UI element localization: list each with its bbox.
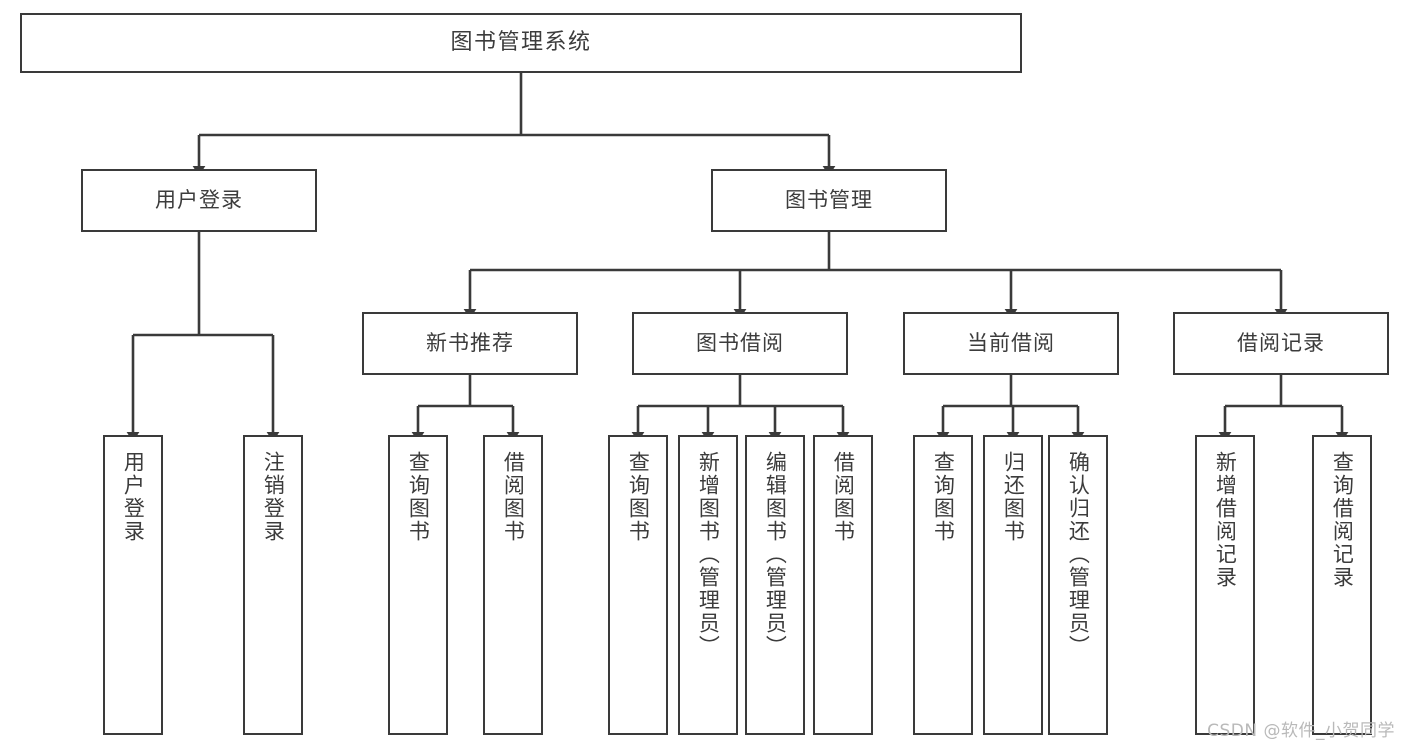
node-label: 借阅图书 <box>831 451 856 543</box>
node-leaf-cur-return: 归还图书 <box>983 435 1043 735</box>
node-label: 查询图书 <box>931 451 956 543</box>
node-leaf-new-borrow: 借阅图书 <box>483 435 543 735</box>
node-leaf-br-add: 新增图书（管理员） <box>678 435 738 735</box>
node-label: 注销登录 <box>261 451 286 543</box>
node-leaf-rec-add: 新增借阅记录 <box>1195 435 1255 735</box>
node-root: 图书管理系统 <box>20 13 1022 73</box>
node-label: 编辑图书（管理员） <box>763 451 788 658</box>
node-leaf-br-edit: 编辑图书（管理员） <box>745 435 805 735</box>
node-leaf-user-logout: 注销登录 <box>243 435 303 735</box>
node-label: 图书借阅 <box>696 331 784 356</box>
node-label: 归还图书 <box>1001 451 1026 543</box>
watermark-text: CSDN @软件_小贺同学 <box>1207 721 1395 741</box>
node-label: 查询图书 <box>406 451 431 543</box>
node-user: 用户登录 <box>81 169 317 232</box>
node-label: 查询借阅记录 <box>1330 451 1355 589</box>
node-label: 新书推荐 <box>426 331 514 356</box>
node-leaf-br-borrow: 借阅图书 <box>813 435 873 735</box>
node-label: 借阅图书 <box>501 451 526 543</box>
node-label: 新增借阅记录 <box>1213 451 1238 589</box>
node-leaf-cur-query: 查询图书 <box>913 435 973 735</box>
node-newbook: 新书推荐 <box>362 312 578 375</box>
node-label: 用户登录 <box>121 451 146 543</box>
node-label: 用户登录 <box>155 188 243 213</box>
node-leaf-rec-query: 查询借阅记录 <box>1312 435 1372 735</box>
node-leaf-br-query: 查询图书 <box>608 435 668 735</box>
node-leaf-cur-confirm: 确认归还（管理员） <box>1048 435 1108 735</box>
node-label: 当前借阅 <box>967 331 1055 356</box>
node-bookmgmt: 图书管理 <box>711 169 947 232</box>
node-leaf-new-query: 查询图书 <box>388 435 448 735</box>
node-records: 借阅记录 <box>1173 312 1389 375</box>
node-label: 图书管理系统 <box>450 30 592 56</box>
node-borrow: 图书借阅 <box>632 312 848 375</box>
node-leaf-user-login: 用户登录 <box>103 435 163 735</box>
node-label: 查询图书 <box>626 451 651 543</box>
node-label: 确认归还（管理员） <box>1066 451 1091 658</box>
node-label: 新增图书（管理员） <box>696 451 721 658</box>
node-current: 当前借阅 <box>903 312 1119 375</box>
node-label: 图书管理 <box>785 188 873 213</box>
node-label: 借阅记录 <box>1237 331 1325 356</box>
